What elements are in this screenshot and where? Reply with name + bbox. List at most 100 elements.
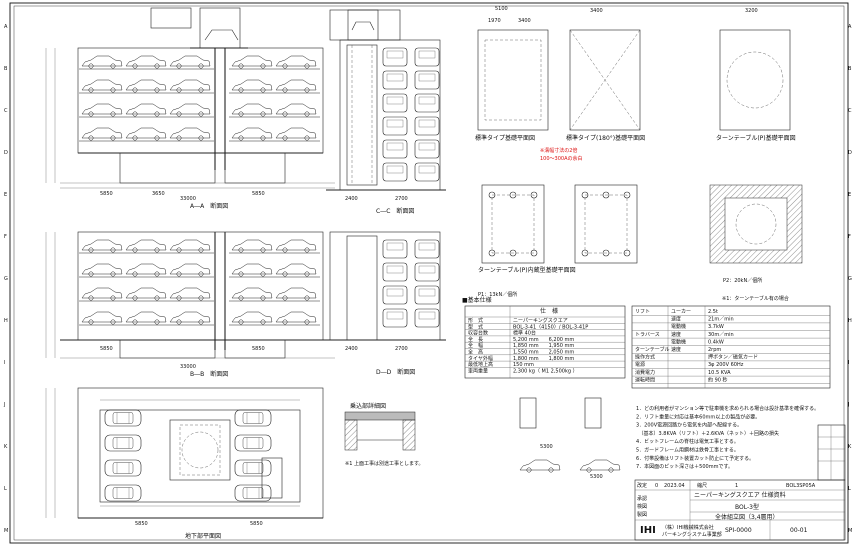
spec-row-label: タイヤ外幅 <box>468 355 493 362</box>
cc-car-window <box>386 50 404 59</box>
border-row-right-L: L <box>848 486 851 492</box>
aa-right-car <box>231 127 273 141</box>
border-row-right-F: F <box>848 234 851 240</box>
tb-title-3: 全体組立図（3,4層用） <box>715 513 779 521</box>
bb-right-car <box>231 287 273 301</box>
title-block: 改定 0 2023.04 縮尺 1 BOL3SP05A 承認 検図 製図 ニーパ… <box>634 479 846 541</box>
tb-drafter: 製図 <box>637 511 647 518</box>
dd-car-front <box>414 308 440 328</box>
load-point-marker <box>623 191 631 199</box>
spec-right-item: 速度 <box>671 346 681 353</box>
section-aa: 5850 3650 5850 33000 A―A 断面図 <box>45 7 335 210</box>
bb-left-car <box>125 311 167 325</box>
spec-right-item: 電動機 <box>671 323 686 330</box>
tb-scale-label: 縮尺 <box>697 482 707 489</box>
bb-right-car <box>231 311 273 325</box>
section-cc: 2400 2700 C―C 断面図 <box>326 9 446 215</box>
spec-right-value: 約 90 秒 <box>708 376 728 383</box>
red-note-2: 100〜300Aの余白 <box>540 155 583 162</box>
notes-area: 1．どの利用者がマンション等で駐車機を求められる場合は設計基準を確保する。2．リ… <box>636 405 819 470</box>
note-line: （基本）3.8KVA（リフト）＋2.6KVA（ネット）＋回路の損失 <box>636 430 779 437</box>
drawing-number: SPI-0000 <box>725 527 752 534</box>
aa-left-car <box>81 103 123 117</box>
border-row-right-I: I <box>848 360 849 366</box>
aa-left-car <box>169 103 211 117</box>
cc-car-front <box>414 47 440 67</box>
aa-right-car <box>275 127 317 141</box>
dim-aa-total: 33000 <box>180 196 196 202</box>
label-section-bb: B―B 断面図 <box>190 370 228 378</box>
label-standard-180: 標準タイプ(180°)基礎平面図 <box>566 134 645 142</box>
spec-right-value: 3.7kW <box>708 324 724 330</box>
dd-car-window <box>418 265 436 274</box>
spec-row-value: 1,850 mm 1,950 mm <box>513 343 574 349</box>
dim-bb-right: 5850 <box>252 346 265 352</box>
spec-right-group: 運転時間 <box>635 377 655 383</box>
spec-right-group: ターンテーブル <box>635 346 669 353</box>
border-row-J: J <box>3 402 5 408</box>
border-row-A: A <box>4 24 8 30</box>
plan-car <box>234 434 272 452</box>
spec-right-item: ユーカー <box>671 309 691 315</box>
spec-row-value: 標準 40台 <box>513 330 536 337</box>
dd-car-window <box>418 311 436 320</box>
bb-right-car <box>275 287 317 301</box>
spec-row-label: 全 幅 <box>468 342 483 349</box>
bb-left-car <box>81 287 123 301</box>
aa-left-car <box>125 103 167 117</box>
bb-right-car <box>275 263 317 277</box>
dim-plan-a: 5850 <box>135 521 148 527</box>
label-standard-plan: 標準タイプ基礎平面図 <box>475 134 535 142</box>
foundation-plans: 5100 1970 3400 標準タイプ基礎平面図 3400 標準タイプ(180… <box>475 6 803 302</box>
entrance-detail: 乗込部詳細図 ※1 上面工事は別途工事とします。 <box>344 402 423 467</box>
inner-frame <box>13 5 845 541</box>
note-line: 5．ガードフレーム用鋼材は鉄骨工事とする。 <box>636 447 739 454</box>
dd-car-window <box>386 288 404 297</box>
aa-right-car <box>231 103 273 117</box>
aa-right-car <box>275 79 317 93</box>
border-row-H: H <box>4 318 8 324</box>
label-section-aa: A―A 断面図 <box>190 202 228 210</box>
tb-issue: 0 <box>655 483 658 489</box>
tb-doc-code: BOL3SP05A <box>786 483 816 489</box>
section-dd: 2400 2700 D―D 断面図 <box>326 231 446 376</box>
border-row-G: G <box>4 276 8 282</box>
bb-right-car <box>275 239 317 253</box>
cc-car-window <box>418 119 436 128</box>
load-point-marker <box>581 191 589 199</box>
border-row-right-E: E <box>848 192 851 198</box>
spec-right-value: 3φ 200V 60Hz <box>708 362 744 368</box>
load-point-marker <box>530 249 538 257</box>
dim-bb-left: 5850 <box>100 346 113 352</box>
bb-right-car <box>231 263 273 277</box>
spec-row-value: 150 mm <box>513 362 534 368</box>
spec-right-item: 電動機 <box>671 338 686 345</box>
aa-left-car <box>169 127 211 141</box>
tb-title-2: BOL-3型 <box>735 503 759 511</box>
dim-cc-a: 2400 <box>345 196 358 202</box>
dd-car-front <box>414 285 440 305</box>
cc-car-front <box>382 162 408 182</box>
border-row-right-B: B <box>848 66 852 72</box>
label-section-dd: D―D 断面図 <box>376 368 415 376</box>
dd-car-window <box>386 242 404 251</box>
cc-car-window <box>418 142 436 151</box>
dd-car-front <box>382 308 408 328</box>
dd-car-front <box>382 262 408 282</box>
tb-checker: 検図 <box>637 503 647 510</box>
bb-left-car <box>81 239 123 253</box>
border-row-right-A: A <box>848 24 852 30</box>
label-section-cc: C―C 断面図 <box>376 207 414 215</box>
spec-right-item: 速度 <box>671 316 681 323</box>
spec-right-group: トラバース <box>635 332 660 338</box>
note-line: 2．リフト重量に対応は基本60mm以上の製品が必要。 <box>636 413 760 420</box>
plan-car <box>234 409 272 427</box>
spec-right-group: 操作方式 <box>635 354 655 361</box>
legend-p1: P1：13kN／個所 <box>478 291 517 298</box>
bb-left-car <box>169 263 211 277</box>
dd-car-front <box>414 262 440 282</box>
border-row-right-J: J <box>847 402 849 408</box>
cc-car-window <box>386 96 404 105</box>
bb-left-car <box>169 239 211 253</box>
dim-dd-b: 2700 <box>395 346 408 352</box>
